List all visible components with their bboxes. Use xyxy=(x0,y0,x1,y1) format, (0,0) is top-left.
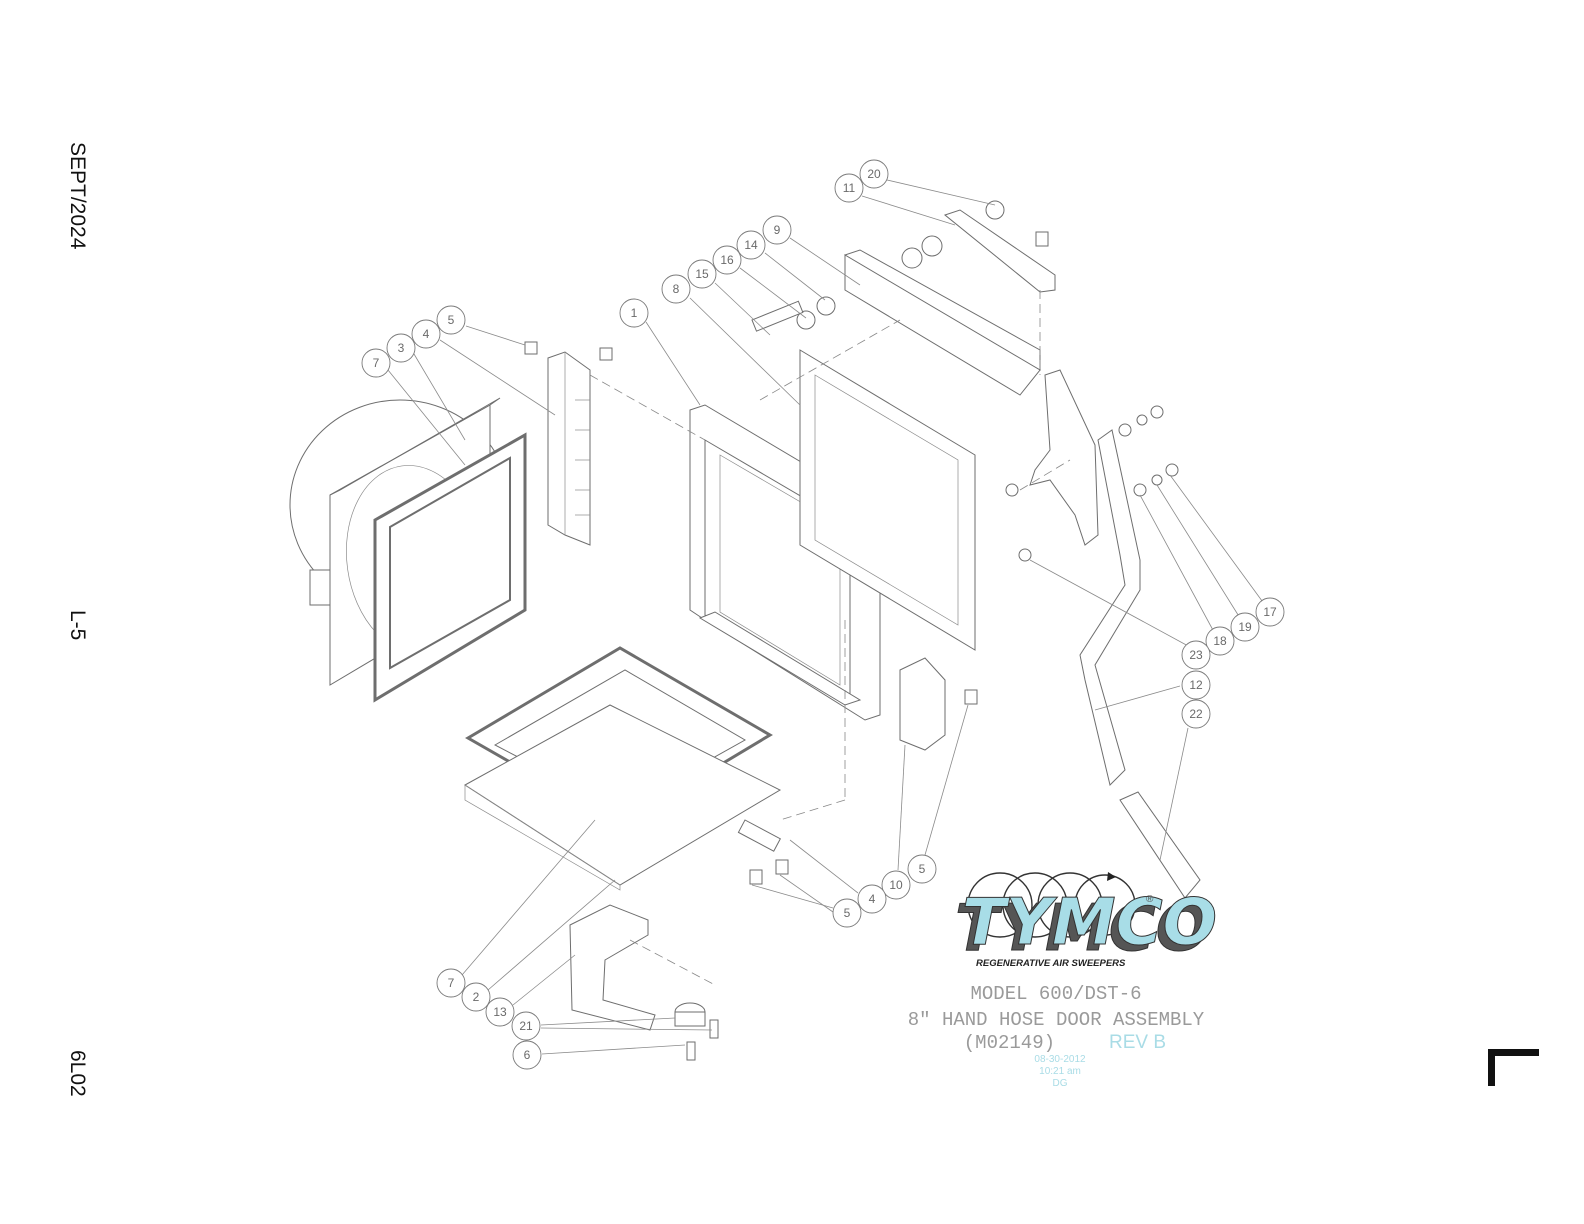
registered-mark: ® xyxy=(1146,894,1154,905)
svg-text:9: 9 xyxy=(774,223,781,237)
callout-8: 8 xyxy=(661,274,691,304)
svg-text:21: 21 xyxy=(519,1019,533,1033)
callout-7-top: 7 xyxy=(361,348,391,378)
svg-text:1: 1 xyxy=(631,306,638,320)
svg-text:5: 5 xyxy=(844,906,851,920)
svg-text:4: 4 xyxy=(423,327,430,341)
svg-text:22: 22 xyxy=(1189,707,1203,721)
svg-text:2: 2 xyxy=(473,990,480,1004)
logo-wordmark: TYMCO xyxy=(962,886,1217,960)
callout-18: 18 xyxy=(1205,626,1235,656)
model-name: MODEL 600/DST-6 xyxy=(970,983,1141,1005)
svg-text:19: 19 xyxy=(1238,620,1252,634)
callout-2: 2 xyxy=(461,982,491,1012)
fasteners xyxy=(524,200,1179,885)
callout-5-bottom: 5 xyxy=(832,898,862,928)
svg-text:5: 5 xyxy=(919,862,926,876)
callout-21: 21 xyxy=(511,1011,541,1041)
callout-12: 12 xyxy=(1181,670,1211,700)
svg-text:5: 5 xyxy=(448,313,455,327)
corner-crop-mark xyxy=(1488,1049,1539,1086)
piano-hinge xyxy=(547,351,591,546)
svg-text:7: 7 xyxy=(373,356,380,370)
svg-text:17: 17 xyxy=(1263,605,1277,619)
callout-16: 16 xyxy=(712,245,742,275)
drafter-initials: DG xyxy=(1053,1078,1068,1089)
support-bracket xyxy=(569,904,656,1031)
revision-time: 10:21 am xyxy=(1039,1066,1081,1077)
svg-text:13: 13 xyxy=(493,1005,507,1019)
callout-4-top: 4 xyxy=(411,319,441,349)
svg-text:6: 6 xyxy=(524,1048,531,1062)
svg-text:16: 16 xyxy=(720,253,734,267)
svg-text:15: 15 xyxy=(695,267,709,281)
callout-22: 22 xyxy=(1181,699,1211,729)
callout-13: 13 xyxy=(485,997,515,1027)
hinge-plate xyxy=(899,657,946,751)
door-gasket-frame xyxy=(373,432,527,703)
part-number: (M02149) xyxy=(964,1032,1055,1054)
logo-tagline: REGENERATIVE AIR SWEEPERS xyxy=(976,958,1126,969)
assembly-description: 8" HAND HOSE DOOR ASSEMBLY xyxy=(908,1009,1205,1031)
revision-label: REV B xyxy=(1109,1032,1166,1053)
callout-19: 19 xyxy=(1230,612,1260,642)
svg-text:4: 4 xyxy=(869,892,876,906)
svg-text:11: 11 xyxy=(843,181,856,195)
callout-17: 17 xyxy=(1255,597,1285,627)
callout-11: 11 xyxy=(834,173,864,203)
hand-hose-door-panel xyxy=(844,249,1041,396)
callout-5-top: 5 xyxy=(436,305,466,335)
assembly-centerlines xyxy=(589,290,1071,986)
svg-text:23: 23 xyxy=(1189,648,1203,662)
svg-text:8: 8 xyxy=(673,282,680,296)
svg-text:18: 18 xyxy=(1213,634,1227,648)
svg-text:10: 10 xyxy=(889,878,903,892)
revision-date: 08-30-2012 xyxy=(1034,1054,1086,1065)
tymco-logo: TYMCO TYMCO ® REGENERATIVE AIR SWEEPERS xyxy=(955,872,1218,969)
leader-lines xyxy=(387,179,1266,1055)
callout-6: 6 xyxy=(512,1040,542,1070)
callout-10: 10 xyxy=(881,870,911,900)
callout-15: 15 xyxy=(687,259,717,289)
logo-shadow: TYMCO xyxy=(955,892,1210,966)
callout-20: 20 xyxy=(859,159,889,189)
callout-14: 14 xyxy=(736,230,766,260)
title-block: MODEL 600/DST-6 8" HAND HOSE DOOR ASSEMB… xyxy=(908,983,1205,1089)
bumper-and-bolts xyxy=(674,1002,719,1061)
callout-5-right: 5 xyxy=(907,854,937,884)
svg-text:12: 12 xyxy=(1189,678,1203,692)
svg-text:20: 20 xyxy=(867,167,881,181)
callout-7-bottom: 7 xyxy=(436,968,466,998)
latch-arm xyxy=(1029,369,1099,546)
latch-bracket xyxy=(943,209,1056,293)
callout-3: 3 xyxy=(386,333,416,363)
door-handle-lever xyxy=(1079,429,1201,899)
door-plate-gasket xyxy=(799,349,976,651)
callout-1: 1 xyxy=(619,298,649,328)
callout-9: 9 xyxy=(762,215,792,245)
svg-text:7: 7 xyxy=(448,976,455,990)
svg-text:14: 14 xyxy=(744,238,758,252)
svg-text:3: 3 xyxy=(398,341,405,355)
callout-4-bottom: 4 xyxy=(857,884,887,914)
callout-23: 23 xyxy=(1181,640,1211,670)
